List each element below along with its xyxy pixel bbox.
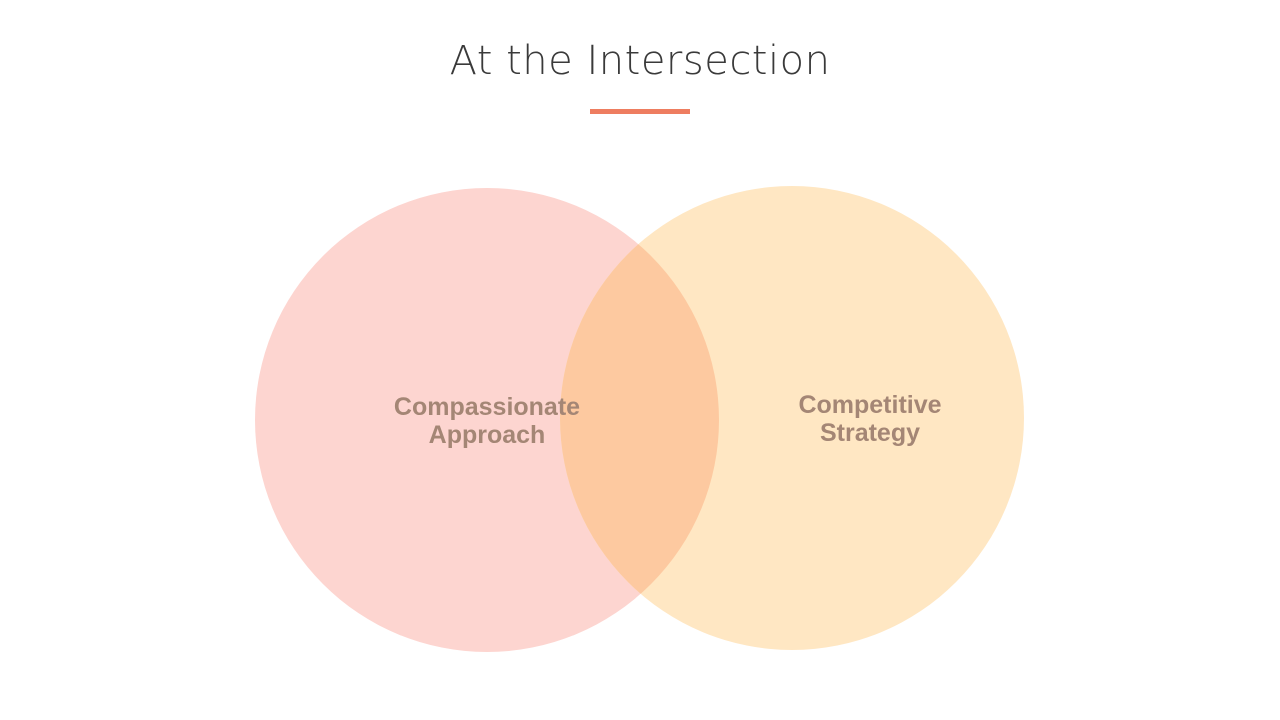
venn-overlap-region xyxy=(560,188,719,650)
venn-label-left-line1: Compassionate xyxy=(393,393,581,421)
venn-label-right-line2: Strategy xyxy=(819,419,921,447)
venn-label-right-line1: Competitive xyxy=(798,391,942,419)
venn-label-competitive-strategy: Competitive Strategy xyxy=(720,391,1020,447)
venn-label-left-line2: Approach xyxy=(428,421,546,449)
venn-label-compassionate-approach: Compassionate Approach xyxy=(337,393,637,449)
title-underline-accent xyxy=(590,109,690,114)
slide-title: At the Intersection xyxy=(449,38,831,84)
